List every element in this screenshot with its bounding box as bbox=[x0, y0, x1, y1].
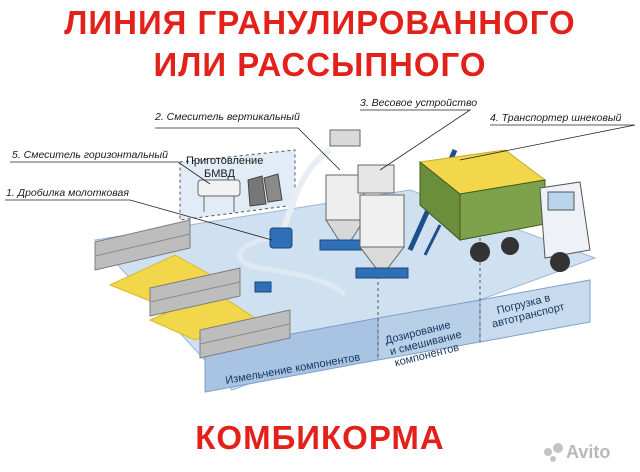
weighing-device bbox=[355, 164, 409, 279]
callout-screw-conveyor: 4. Транспортер шнековый bbox=[490, 112, 622, 124]
pipe-to-silo bbox=[279, 147, 332, 234]
title-line-1: ЛИНИЯ ГРАНУЛИРОВАННОГО bbox=[64, 4, 576, 41]
title-line-2: ИЛИ РАССЫПНОГО bbox=[153, 46, 487, 83]
pipe-hose bbox=[237, 235, 347, 297]
bmvd-label-2: БМВД bbox=[204, 168, 235, 180]
horizontal-mixer bbox=[197, 179, 241, 212]
vertical-mixer bbox=[319, 129, 371, 251]
callout-hammer-crusher: 1. Дробилка молотковая bbox=[6, 187, 129, 199]
avito-watermark: Avito bbox=[544, 442, 610, 462]
callout-horizontal-mixer: 5. Смеситель горизонтальный bbox=[12, 149, 168, 161]
brick-wall-3 bbox=[199, 309, 291, 359]
truck bbox=[418, 149, 591, 272]
callout-weighing-device: 3. Весовое устройство bbox=[360, 97, 477, 109]
hammer-crusher bbox=[254, 227, 293, 293]
bmvd-label-1: Приготовление bbox=[186, 155, 263, 167]
callout-vertical-mixer: 2. Смеситель вертикальный bbox=[154, 111, 300, 123]
watermark-text: Avito bbox=[566, 442, 610, 462]
sacks bbox=[247, 173, 283, 207]
title-line-3: КОМБИКОРМА bbox=[195, 419, 445, 456]
leader-lines bbox=[5, 109, 636, 241]
brick-wall-2 bbox=[149, 267, 241, 317]
brick-wall-1 bbox=[94, 219, 191, 271]
